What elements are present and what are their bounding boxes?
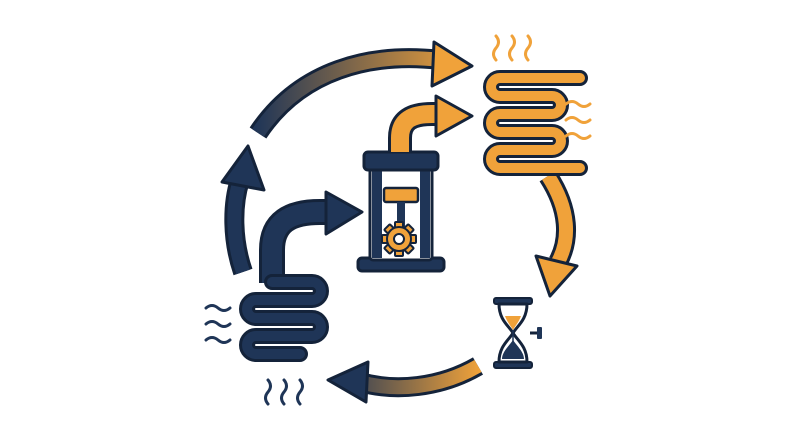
heat-wave-icon xyxy=(264,378,304,406)
condenser-coil-icon xyxy=(483,70,588,176)
discharge-pipe-arrow xyxy=(388,94,474,152)
bottom-flow-arrow xyxy=(326,357,484,404)
hourglass-icon xyxy=(493,297,542,369)
right-flow-arrow xyxy=(534,170,579,298)
gear-icon xyxy=(381,221,417,257)
top-flow-arrow xyxy=(249,40,474,139)
heat-wave-icon xyxy=(492,34,532,62)
evaporator-coil-icon xyxy=(239,274,329,362)
left-flow-arrow xyxy=(220,144,266,276)
suction-pipe-arrow xyxy=(259,190,364,283)
heat-wave-icon xyxy=(204,304,232,344)
heat-wave-icon xyxy=(564,100,592,140)
